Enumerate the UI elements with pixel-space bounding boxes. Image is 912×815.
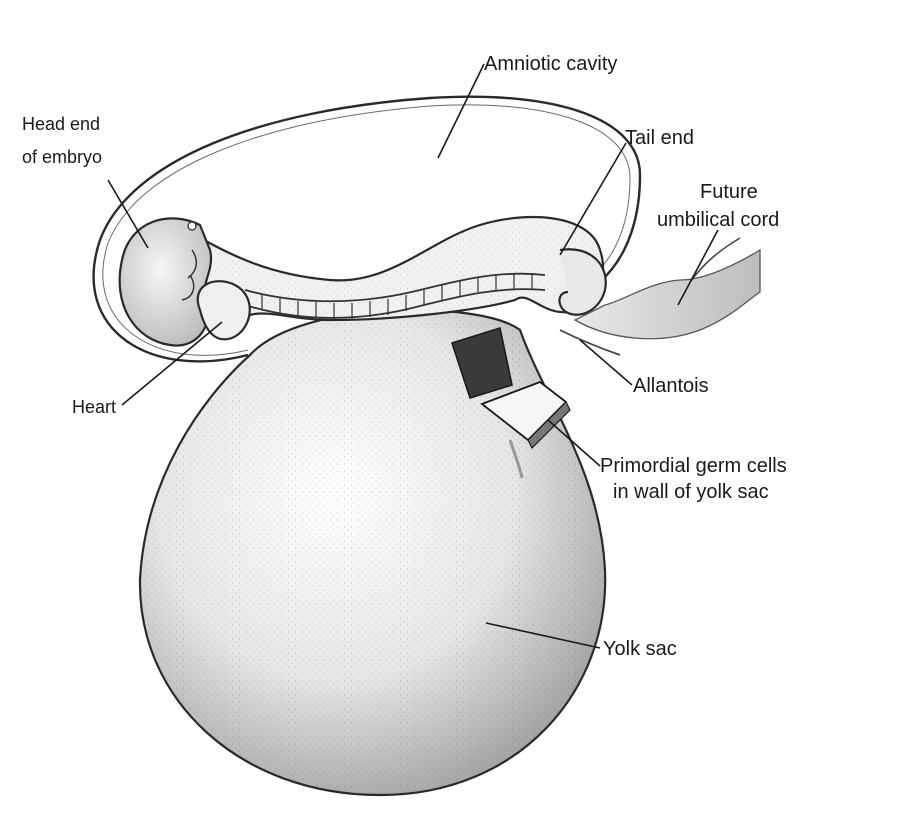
embryo-head — [118, 217, 213, 347]
amnion-membrane — [92, 95, 642, 363]
leader-amniotic-cavity — [437, 63, 485, 159]
leader-tail-end — [559, 142, 627, 256]
label-germ-cells-line1: Primordial germ cells — [600, 455, 787, 477]
yolk-sac-cut-window — [450, 326, 513, 399]
somites — [244, 272, 546, 319]
label-head-end-line2: of embryo — [22, 147, 102, 167]
tail-curl — [558, 248, 607, 316]
leader-lines — [107, 63, 719, 649]
cord-stalk — [689, 237, 741, 283]
leader-future-cord — [677, 229, 719, 306]
label-heart: Heart — [72, 397, 116, 417]
germ-cells-streak — [508, 439, 524, 479]
allantois — [559, 329, 621, 356]
head-eye — [187, 221, 197, 231]
cut-flap-edge — [527, 400, 571, 450]
leader-germ-cells — [547, 419, 601, 467]
label-tail-end: Tail end — [625, 127, 694, 149]
leader-allantois — [579, 339, 633, 386]
leader-heart — [121, 321, 223, 406]
label-yolk-sac: Yolk sac — [603, 638, 677, 660]
yolk-sac-stipple — [139, 309, 606, 795]
umbilical-cord — [573, 248, 761, 340]
label-allantois: Allantois — [633, 375, 709, 397]
label-future-cord-line1: Future — [700, 181, 758, 203]
label-amniotic-cavity: Amniotic cavity — [484, 53, 617, 75]
heart-bulge — [196, 280, 251, 341]
leader-yolk-sac — [485, 622, 601, 649]
pharyngeal-arches — [181, 249, 198, 301]
embryo-body-stipple — [195, 217, 604, 334]
leader-head-end — [107, 179, 149, 249]
label-head-end-line1: Head end — [22, 114, 100, 134]
amnion-membrane-inner — [102, 104, 631, 356]
label-germ-cells-line2: in wall of yolk sac — [613, 481, 769, 503]
label-future-cord-line2: umbilical cord — [657, 209, 779, 231]
